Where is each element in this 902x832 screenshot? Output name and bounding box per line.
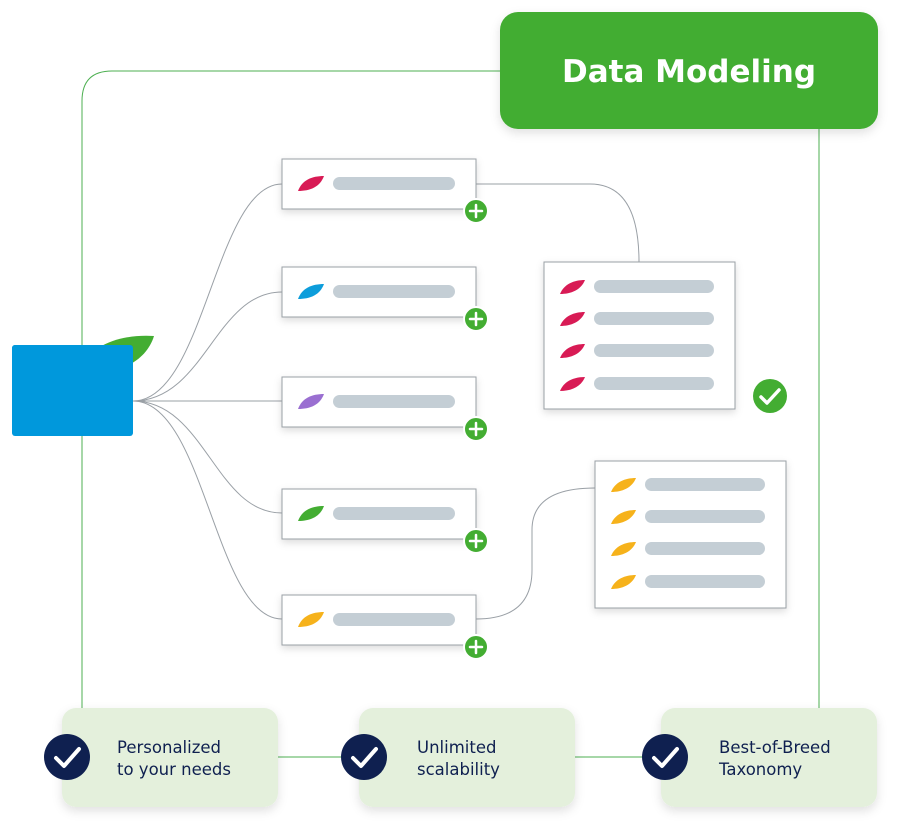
placeholder-bar: [645, 478, 765, 491]
placeholder-bar: [333, 177, 455, 190]
category-card-5[interactable]: [281, 594, 489, 660]
leaf-icon: [611, 575, 636, 589]
detail-row: [611, 478, 765, 492]
add-button[interactable]: [463, 634, 489, 660]
card-to-panel-line-1: [476, 183, 640, 263]
checkmark-icon: [341, 734, 387, 780]
leaf-icon: [298, 612, 324, 627]
placeholder-bar: [333, 613, 455, 626]
checkmark-icon: [44, 734, 90, 780]
add-button[interactable]: [463, 528, 489, 554]
placeholder-bar: [594, 280, 714, 293]
leaf-icon: [298, 394, 324, 409]
tree-connectors: [132, 183, 640, 620]
detail-row: [560, 280, 714, 294]
feature-label-line1: Unlimited: [417, 738, 496, 757]
tree-line-4: [132, 400, 283, 514]
detail-panel-1: [543, 261, 736, 410]
plus-icon: [468, 639, 484, 655]
leaf-icon: [611, 510, 636, 524]
category-card-2[interactable]: [281, 266, 489, 332]
plus-icon: [468, 421, 484, 437]
feature-label-line1: Best-of-Breed: [719, 738, 831, 757]
category-card-1[interactable]: [281, 158, 489, 224]
feature-label-line2: Taxonomy: [718, 760, 802, 779]
plus-icon: [468, 203, 484, 219]
tree-line-5: [132, 400, 283, 620]
tree-line-1: [132, 183, 283, 402]
placeholder-bar: [645, 542, 765, 555]
feature-label-line2: to your needs: [117, 760, 231, 779]
detail-row: [560, 344, 714, 358]
placeholder-bar: [594, 344, 714, 357]
placeholder-bar: [333, 285, 455, 298]
card-to-panel-line-2: [475, 487, 596, 620]
leaf-icon: [298, 506, 324, 521]
placeholder-bar: [594, 377, 714, 390]
detail-row: [560, 377, 714, 391]
feature-scalability: Unlimited scalability: [341, 708, 575, 807]
add-button[interactable]: [463, 416, 489, 442]
placeholder-bar: [333, 507, 455, 520]
feature-personalized: Personalized to your needs: [44, 708, 278, 807]
detail-panel-2: [594, 460, 787, 609]
svg-text:Best-of-Breed Taxonomy: Best-of-Breed Taxonomy: [718, 738, 836, 779]
plus-icon: [468, 533, 484, 549]
frame-line: [81, 70, 500, 712]
title-box: Data Modeling: [500, 12, 878, 129]
checkmark-icon: [642, 734, 688, 780]
page-title: Data Modeling: [562, 54, 816, 90]
leaf-icon: [611, 542, 636, 556]
leaf-icon: [560, 312, 585, 326]
check-circle-icon: [753, 379, 787, 413]
leaf-icon: [611, 478, 636, 492]
leaf-icon: [560, 280, 585, 294]
leaf-icon: [298, 284, 324, 299]
detail-row: [611, 510, 765, 524]
leaf-icon: [560, 344, 585, 358]
category-card-4[interactable]: [281, 488, 489, 554]
add-button[interactable]: [463, 198, 489, 224]
svg-text:Personalized to your nee: Personalized to your needs: [117, 738, 231, 779]
category-card-3[interactable]: [281, 376, 489, 442]
tree-line-2: [132, 291, 283, 402]
feature-label-line1: Personalized: [117, 738, 221, 757]
leaf-icon: [560, 377, 585, 391]
svg-text:Unlimited scalability: Unlimited scalability: [417, 738, 502, 779]
feature-label-line2: scalability: [417, 760, 500, 779]
detail-row: [611, 575, 765, 589]
plus-icon: [468, 311, 484, 327]
placeholder-bar: [645, 510, 765, 523]
leaf-icon: [298, 176, 324, 191]
placeholder-bar: [333, 395, 455, 408]
add-button[interactable]: [463, 306, 489, 332]
folder-icon: [12, 335, 154, 436]
detail-row: [611, 542, 765, 556]
placeholder-bar: [594, 312, 714, 325]
detail-row: [560, 312, 714, 326]
feature-taxonomy: Best-of-Breed Taxonomy: [642, 708, 877, 807]
placeholder-bar: [645, 575, 765, 588]
